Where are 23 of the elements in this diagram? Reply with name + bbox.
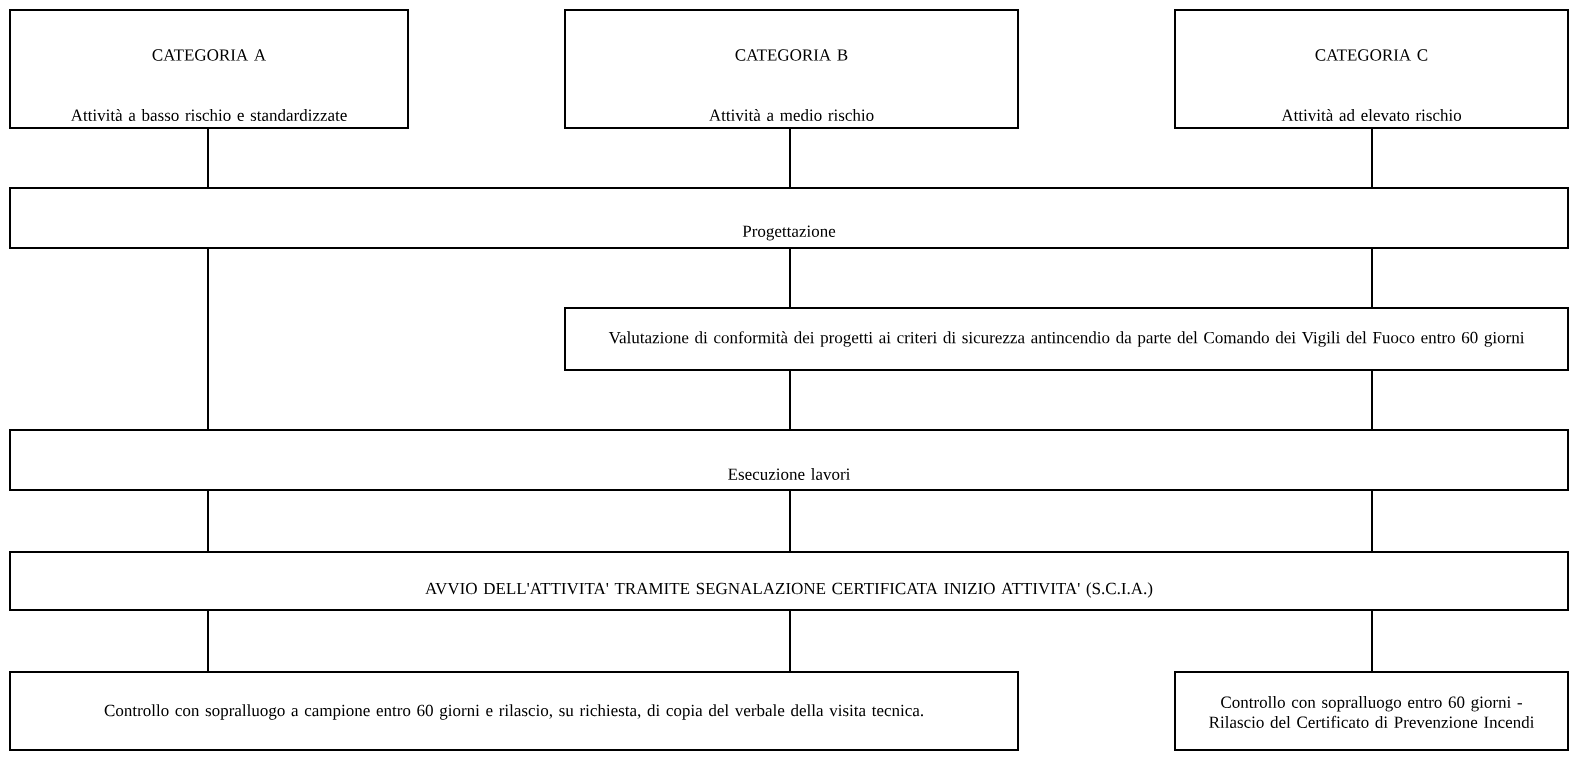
connector-line	[789, 610, 791, 672]
connector-line	[789, 128, 791, 188]
connector-line	[207, 490, 209, 552]
inspection-box: Controllo con sopralluogo entro 60 giorni - Rilascio del Certificato di Prevenzione Incendi	[1174, 671, 1569, 751]
connector-line	[1371, 610, 1373, 672]
connector-line	[1371, 248, 1373, 308]
connector-line	[789, 490, 791, 552]
phase-band: Esecuzione lavori	[9, 429, 1569, 491]
connector-line	[207, 248, 209, 430]
category-box: CATEGORIA A Attività a basso rischio e standardizzate	[9, 9, 409, 129]
category-box: CATEGORIA C Attività ad elevato rischio	[1174, 9, 1569, 129]
phase-band: Progettazione	[9, 187, 1569, 249]
inspection-box: Controllo con sopralluogo a campione entro 60 giorni e rilascio, su richiesta, di copia del verbale della visita tecnica.	[9, 671, 1019, 751]
connector-line	[1371, 490, 1373, 552]
connector-line	[207, 610, 209, 672]
connector-line	[1371, 128, 1373, 188]
phase-band: AVVIO DELL'ATTIVITA' TRAMITE SEGNALAZIONE CERTIFICATA INIZIO ATTIVITA' (S.C.I.A.)	[9, 551, 1569, 611]
category-box: CATEGORIA B Attività a medio rischio	[564, 9, 1019, 129]
evaluation-box: Valutazione di conformità dei progetti ai criteri di sicurezza antincendio da parte del Comando dei Vigili del Fuoco entro 60 giorni	[564, 307, 1569, 371]
connector-line	[207, 128, 209, 188]
connector-line	[789, 248, 791, 308]
connector-line	[1371, 370, 1373, 430]
connector-line	[789, 370, 791, 430]
